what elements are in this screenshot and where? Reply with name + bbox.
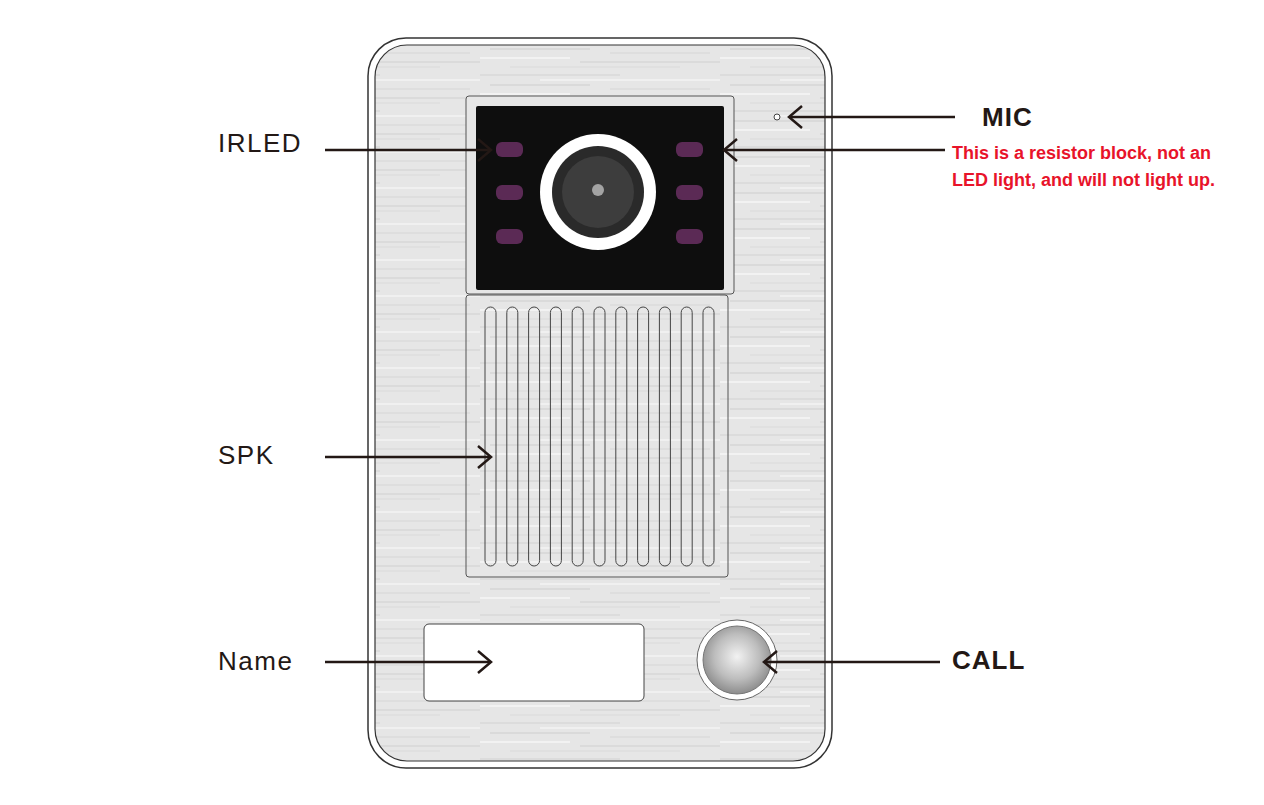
panel bbox=[368, 38, 832, 768]
resistor-block bbox=[676, 142, 703, 244]
speaker-slot bbox=[485, 307, 496, 566]
part-label: SPK bbox=[218, 440, 275, 471]
part-label: IRLED bbox=[218, 128, 302, 159]
part-label: Name bbox=[218, 646, 293, 677]
speaker-slot bbox=[703, 307, 714, 566]
lens-ring bbox=[540, 134, 656, 250]
speaker-slot bbox=[616, 307, 627, 566]
speaker-slot bbox=[594, 307, 605, 566]
mic-hole bbox=[774, 114, 780, 120]
speaker-slot bbox=[550, 307, 561, 566]
warning-note: This is a resistor block, not an LED lig… bbox=[952, 140, 1244, 194]
speaker-slot bbox=[507, 307, 518, 566]
part-label: MIC bbox=[982, 102, 1033, 133]
speaker-grille bbox=[466, 295, 728, 577]
part-label: CALL bbox=[952, 645, 1025, 676]
speaker-slot bbox=[529, 307, 540, 566]
call-button bbox=[697, 620, 777, 700]
speaker-slot bbox=[572, 307, 583, 566]
speaker-slot bbox=[659, 307, 670, 566]
speaker-slot bbox=[638, 307, 649, 566]
camera-window bbox=[466, 96, 734, 294]
leader-lines bbox=[325, 106, 955, 673]
ir-led bbox=[496, 142, 523, 244]
speaker-slot bbox=[681, 307, 692, 566]
